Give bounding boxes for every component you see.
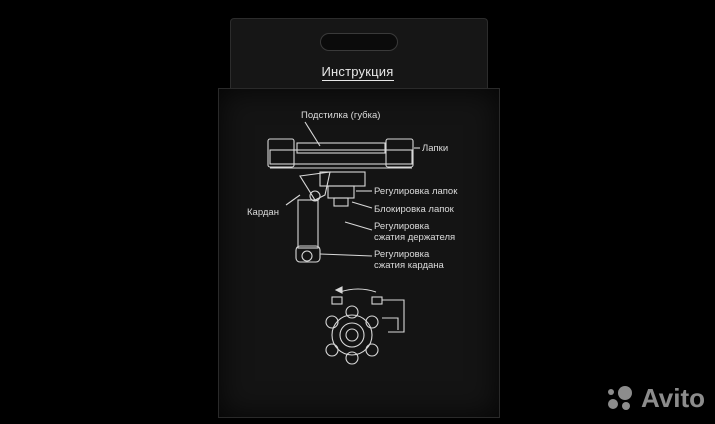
label-holder-clamp-1: Регулировка: [374, 221, 430, 232]
avito-watermark: Avito: [605, 383, 705, 414]
label-gimbal-clamp-2: сжатия кардана: [374, 260, 444, 271]
clamp-bar: [269, 149, 413, 165]
label-gimbal-clamp-1: Регулировка: [374, 249, 430, 260]
label-paws: Лапки: [422, 143, 449, 154]
label-gimbal: Кардан: [247, 207, 279, 218]
label-paw-adjust: Регулировка лапок: [374, 186, 458, 197]
avito-dots-icon: [607, 385, 632, 410]
label-pad: Подстилка (губка): [301, 110, 381, 121]
instruction-title: Инструкция: [321, 64, 394, 81]
watermark-text: Avito: [640, 383, 705, 413]
hang-hole: [320, 33, 398, 51]
left-paw: [267, 138, 295, 168]
sponge-pad: [296, 142, 386, 154]
right-paw: [385, 138, 414, 168]
box-top-flap: [230, 18, 488, 99]
label-paw-lock: Блокировка лапок: [374, 204, 454, 215]
label-holder-clamp-2: сжатия держателя: [374, 232, 456, 243]
